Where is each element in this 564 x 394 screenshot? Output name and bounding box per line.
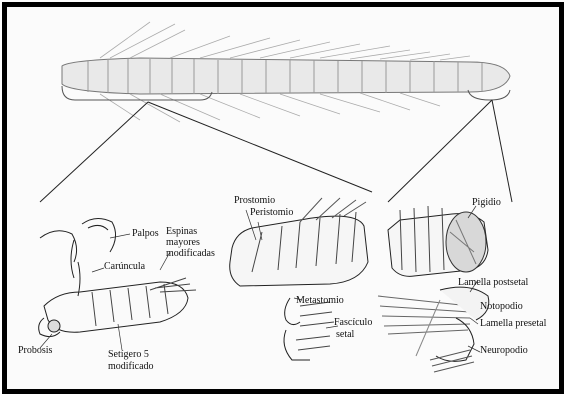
label-notopodio: Notopodio [480,302,523,312]
label-modificado: modificado [108,362,154,372]
label-palpos: Palpos [132,229,159,239]
label-setal: setal [336,330,354,340]
label-caruncula: Carúncula [104,262,145,272]
worm-body [62,22,510,122]
label-prostomio: Prostomio [234,196,275,206]
label-lamella-presetal: Lamella presetal [480,319,546,329]
label-lamella-postsetal: Lamella postsetal [458,278,528,288]
label-modificadas: modificadas [166,249,215,259]
label-setigero: Setígero 5 [108,350,149,360]
label-espinas: Espinas [166,227,197,237]
label-mayores: mayores [166,238,200,248]
callout-lines [40,100,512,202]
label-fasciculo: Fascículo [334,318,372,328]
label-pigidio: Pigidio [472,198,501,208]
label-peristomio: Peristomio [250,208,293,218]
label-proboscis: Probosis [18,346,52,356]
label-neuropodio: Neuropodio [480,346,528,356]
label-metastomio: Metastomio [296,296,344,306]
